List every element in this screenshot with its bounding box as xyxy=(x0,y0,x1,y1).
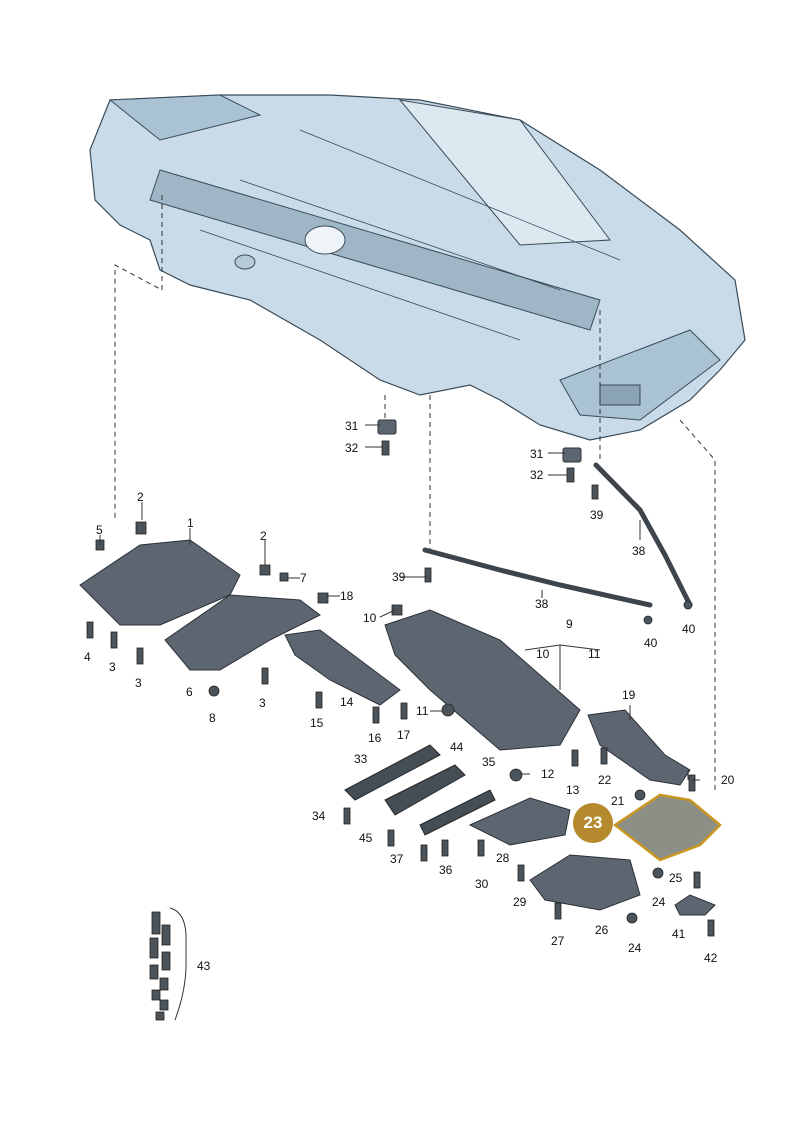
callout-3-b: 3 xyxy=(135,676,142,690)
clip-part-31-right xyxy=(562,447,582,463)
callout-29: 29 xyxy=(513,895,527,909)
underbody-panel-part-1 xyxy=(79,539,241,626)
center-panel-part-9 xyxy=(384,609,581,751)
callout-17: 17 xyxy=(397,728,411,742)
callout-40-right: 40 xyxy=(682,622,696,636)
callout-27: 27 xyxy=(551,934,565,948)
screw-kit-part-43 xyxy=(149,907,187,1021)
callout-5: 5 xyxy=(96,523,103,537)
callout-37: 37 xyxy=(390,852,404,866)
callout-31-center: 31 xyxy=(345,419,359,433)
callout-43: 43 xyxy=(197,959,211,973)
callout-28: 28 xyxy=(496,851,510,865)
callout-24-upper: 24 xyxy=(652,895,666,909)
callout-36: 36 xyxy=(439,863,453,877)
callout-35: 35 xyxy=(482,755,496,769)
brace-part-38-right xyxy=(593,462,693,608)
callout-44: 44 xyxy=(450,740,464,754)
callout-39-right: 39 xyxy=(590,508,604,522)
strip-part-33 xyxy=(344,744,441,801)
callout-23-highlight: 23 xyxy=(573,803,613,843)
callout-38-right: 38 xyxy=(632,544,646,558)
callout-19: 19 xyxy=(622,688,636,702)
callout-7: 7 xyxy=(300,571,307,585)
callout-25: 25 xyxy=(669,871,683,885)
callout-11-right: 11 xyxy=(588,647,601,661)
fastener-group xyxy=(86,484,715,937)
callout-31-right: 31 xyxy=(530,447,544,461)
callout-13: 13 xyxy=(566,783,580,797)
highlighted-panel-part-23 xyxy=(612,793,722,862)
callout-26: 26 xyxy=(595,923,609,937)
callout-12: 12 xyxy=(541,767,555,781)
callout-39-left: 39 xyxy=(392,570,406,584)
callout-6: 6 xyxy=(186,685,193,699)
callout-21: 21 xyxy=(611,794,625,808)
callout-14: 14 xyxy=(340,695,354,709)
callout-18: 18 xyxy=(340,589,354,603)
callout-11-left: 11 xyxy=(416,704,429,718)
clip-part-31-center xyxy=(377,419,397,435)
callout-38-left: 38 xyxy=(535,597,549,611)
leader-lines xyxy=(99,424,700,781)
callout-34: 34 xyxy=(312,809,326,823)
callout-8: 8 xyxy=(209,711,216,725)
callout-2-upper: 2 xyxy=(137,490,144,504)
side-panel-part-14 xyxy=(284,629,401,706)
callout-16: 16 xyxy=(368,731,382,745)
guide-line-far-right xyxy=(679,419,716,790)
callout-22: 22 xyxy=(598,773,612,787)
bolt-part-32-right xyxy=(566,467,575,483)
brace-part-38-left xyxy=(422,547,653,608)
callout-2-lower: 2 xyxy=(260,529,267,543)
cover-part-28 xyxy=(468,797,571,846)
callout-30: 30 xyxy=(475,877,489,891)
strip-part-44 xyxy=(384,764,466,816)
callout-33: 33 xyxy=(354,752,368,766)
callout-41: 41 xyxy=(672,927,686,941)
bolt-part-32-center xyxy=(381,440,390,456)
cover-part-26 xyxy=(529,854,641,911)
callout-24-lower: 24 xyxy=(628,941,642,955)
callout-20: 20 xyxy=(721,773,735,787)
callout-42: 42 xyxy=(704,951,718,965)
callout-40-left: 40 xyxy=(644,636,658,650)
strip-part-35 xyxy=(419,789,496,836)
callout-10-left: 10 xyxy=(363,611,377,625)
callout-3-a: 3 xyxy=(109,660,116,674)
callout-3-c: 3 xyxy=(259,696,266,710)
small-cover-part-41 xyxy=(674,894,716,916)
vehicle-body-underside xyxy=(89,94,746,441)
callout-1: 1 xyxy=(187,516,194,530)
callout-32-center: 32 xyxy=(345,441,359,455)
guide-line-left xyxy=(114,195,163,520)
callout-45: 45 xyxy=(359,831,373,845)
callout-15: 15 xyxy=(310,716,324,730)
callout-9: 9 xyxy=(566,617,573,631)
callout-10-right: 10 xyxy=(536,647,550,661)
callout-4: 4 xyxy=(84,650,91,664)
underbody-panel-part-6 xyxy=(164,594,321,671)
rear-side-panel-part-19 xyxy=(587,709,691,786)
callout-32-right: 32 xyxy=(530,468,544,482)
